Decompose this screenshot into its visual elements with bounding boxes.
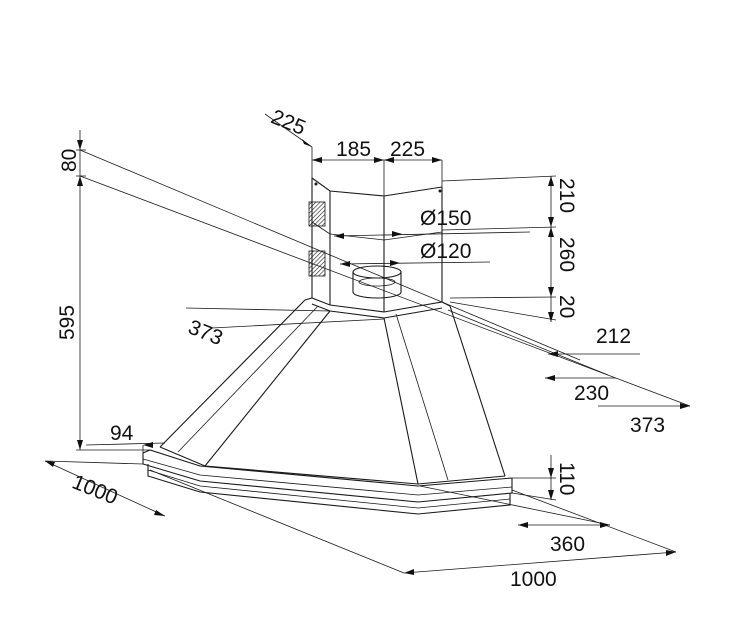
dimension-lines	[44, 113, 691, 574]
dim-diameter-150: Ø150	[420, 207, 471, 230]
dim-1000-left: 1000	[69, 471, 121, 510]
dim-94: 94	[110, 422, 134, 445]
dim-373-right: 373	[630, 414, 665, 437]
dim-212: 212	[596, 325, 631, 348]
dimension-arrows	[45, 139, 690, 575]
dimension-labels: 225 185 225 80 595 210 Ø150 260 Ø120 20 …	[56, 105, 665, 591]
dim-185: 185	[336, 138, 371, 161]
dim-225-right: 225	[390, 138, 425, 161]
dim-373-left: 373	[185, 316, 226, 350]
dim-225-top: 225	[268, 105, 309, 139]
dim-20: 20	[555, 295, 578, 318]
dim-210: 210	[555, 178, 578, 213]
dim-360: 360	[550, 533, 585, 556]
vent-grille-upper	[308, 201, 326, 227]
dim-80: 80	[58, 149, 81, 172]
dim-diameter-120: Ø120	[420, 240, 471, 263]
dim-260: 260	[555, 237, 578, 272]
dim-230: 230	[574, 382, 609, 405]
dim-1000-bottom: 1000	[510, 568, 557, 591]
dim-595: 595	[56, 305, 79, 340]
vent-grille-lower	[308, 250, 326, 277]
dim-110: 110	[555, 462, 578, 495]
base-molding	[142, 449, 513, 515]
